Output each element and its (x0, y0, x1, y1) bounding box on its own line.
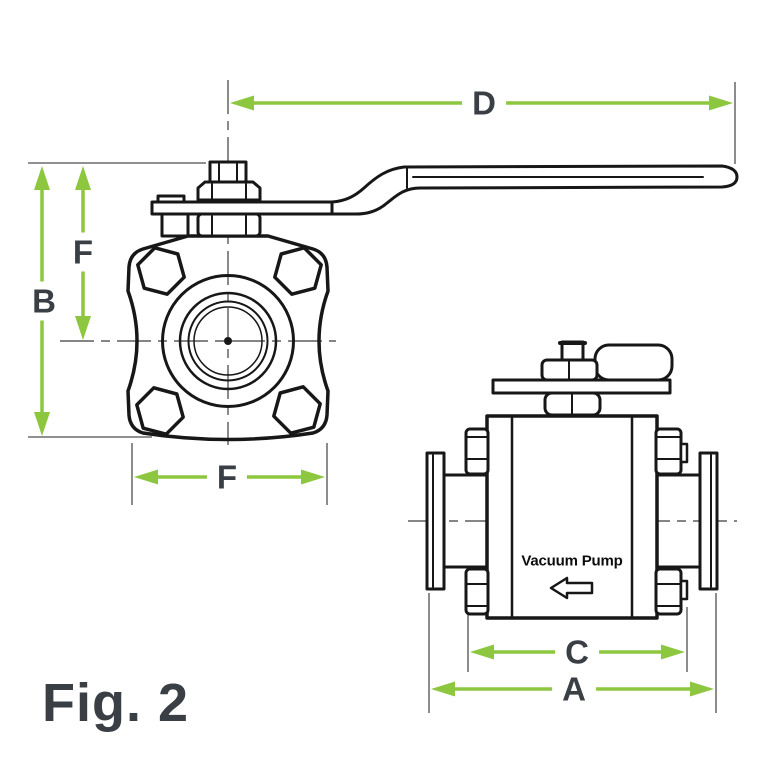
stem-top-nut (208, 160, 248, 184)
flow-left-arrow-icon (549, 576, 594, 600)
body-bolt-right-top (654, 427, 683, 476)
bore-center-dot (224, 337, 232, 345)
dimension-label-f-height: F (62, 232, 104, 272)
flange-bolt-bottom-right (272, 385, 322, 435)
dimension-label-a: A (552, 669, 596, 709)
front-view-drawing (126, 160, 739, 442)
figure-caption: Fig. 2 (42, 673, 190, 733)
clamp-ferrule-left (425, 451, 446, 591)
body-bolt-right-bottom (654, 567, 683, 616)
valve-handle-lever (330, 164, 739, 216)
body-bolt-left-bottom (464, 567, 490, 616)
handle-base-plate-side (491, 378, 672, 395)
flange-bolt-bottom-left (135, 386, 185, 436)
bore-outer-circle (161, 274, 295, 408)
handle-base-plate (150, 200, 334, 216)
bore-seat-circle (193, 306, 263, 376)
flange-bolt-top-right (273, 246, 323, 296)
valve-body-front (126, 234, 330, 442)
dimension-label-d: D (462, 83, 506, 123)
flow-direction-label: Vacuum Pump (521, 552, 623, 570)
clamp-ferrule-right (698, 451, 719, 591)
bolt-tip-right-top (679, 442, 689, 464)
handle-grip-end-view (593, 343, 674, 382)
stem-stop-post (160, 212, 190, 238)
side-view-drawing (425, 340, 719, 620)
body-bolt-left-top (464, 427, 490, 476)
bore-middle-circle (178, 291, 278, 391)
flange-bolt-top-left (136, 246, 186, 296)
stem-lower-nut (196, 212, 262, 238)
dimension-label-c: C (555, 632, 599, 672)
bore-inner-circle (187, 300, 269, 382)
extension-lines (28, 82, 736, 713)
dimension-label-b: B (22, 281, 66, 321)
dimension-label-f-width: F (206, 457, 248, 497)
bolt-tip-right-bottom (679, 579, 689, 601)
centerlines (60, 80, 737, 522)
stem-upper-nut (196, 180, 262, 202)
